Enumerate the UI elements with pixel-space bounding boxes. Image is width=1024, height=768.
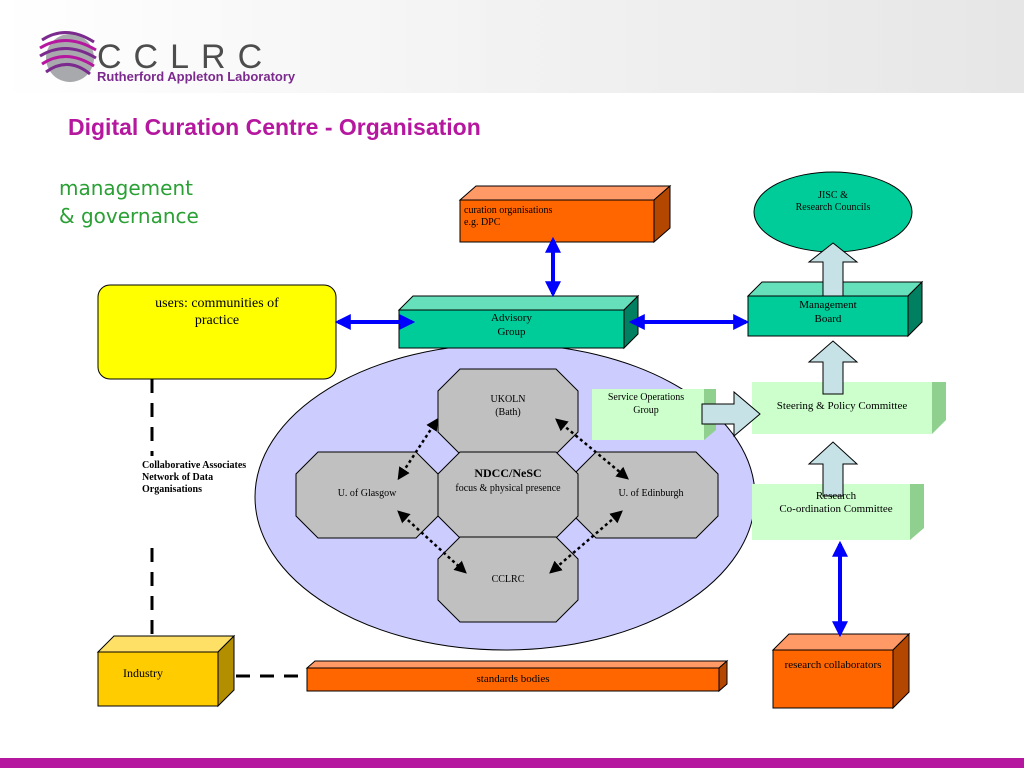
advisory-line-2: Group: [497, 326, 526, 338]
ukoln-line-2: (Bath): [495, 407, 521, 418]
users-box: [97, 284, 337, 380]
collab-label: Collaborative Associates Network of Data…: [142, 460, 272, 496]
bottom-accent-bar: [0, 758, 1024, 768]
curation-line-2: e.g. DPC: [464, 217, 501, 228]
logo-subtitle: Rutherford Appleton Laboratory: [97, 69, 296, 84]
management-label: Management Board: [748, 298, 908, 326]
subtitle: management & governance: [59, 174, 199, 230]
users-line-1: users: communities of: [155, 296, 279, 311]
glasgow-label: U. of Glasgow: [337, 488, 397, 499]
collab-line-1: Collaborative Associates: [142, 460, 247, 471]
edinburgh-label: U. of Edinburgh: [618, 488, 684, 499]
industry-box: [96, 634, 236, 708]
management-line-2: Board: [814, 313, 842, 325]
research-coord-line-1: Research: [815, 490, 857, 502]
collab-line-3: Organisations: [142, 484, 203, 495]
page-title: Digital Curation Centre - Organisation: [68, 114, 481, 140]
swoosh-sphere-icon: [39, 31, 97, 82]
advisory-label: Advisory Group: [399, 311, 624, 339]
standards-bodies-box: [305, 659, 729, 693]
jisc-line-2: Research Councils: [795, 202, 871, 213]
header-bar: [0, 0, 1024, 93]
management-line-1: Management: [799, 299, 857, 311]
standards-label: standards bodies: [476, 673, 550, 685]
service-ops-line-2: Group: [633, 405, 659, 416]
users-line-2: practice: [194, 313, 240, 328]
industry-label: Industry: [123, 666, 163, 680]
advisory-line-1: Advisory: [491, 312, 532, 324]
ukoln-label: UKOLN (Bath): [438, 393, 578, 419]
management-to-jisc-arrow: [807, 242, 859, 297]
subtitle-line-2: & governance: [59, 204, 199, 228]
service-ops-label: Service Operations Group: [592, 391, 700, 417]
collab-line-2: Network of Data: [142, 472, 214, 483]
glasgow-cclrc-link: [397, 510, 467, 574]
steering-to-management-arrow: [807, 340, 859, 395]
steering-label: Steering & Policy Committee: [776, 400, 908, 412]
research-coord-line-2: Co-ordination Committee: [779, 503, 893, 515]
ndcc-line-2: focus & physical presence: [455, 483, 561, 494]
research-to-steering-arrow: [807, 441, 859, 497]
curation-organisations-box: [458, 184, 672, 244]
research-coord-label: Research Co-ordination Committee: [752, 490, 920, 516]
subtitle-line-1: management: [59, 176, 193, 200]
service-to-steering-arrow: [701, 390, 761, 438]
cclrc-label: CCLRC: [491, 574, 525, 585]
research-collaborators-box: [771, 632, 911, 710]
curation-label: curation organisations e.g. DPC: [464, 205, 654, 229]
users-label: users: communities of practice: [98, 295, 336, 329]
jisc-label: JISC & Research Councils: [754, 190, 912, 214]
service-ops-line-1: Service Operations: [607, 392, 685, 403]
ukoln-line-1: UKOLN: [490, 394, 526, 405]
curation-line-1: curation organisations: [464, 205, 553, 216]
research-collab-label: research collaborators: [784, 659, 882, 671]
jisc-line-1: JISC &: [818, 190, 848, 201]
ndcc-label: NDCC/NeSC focus & physical presence: [438, 466, 578, 496]
ndcc-line-1: NDCC/NeSC: [474, 466, 542, 480]
logo-name: CCLRC: [97, 38, 275, 76]
